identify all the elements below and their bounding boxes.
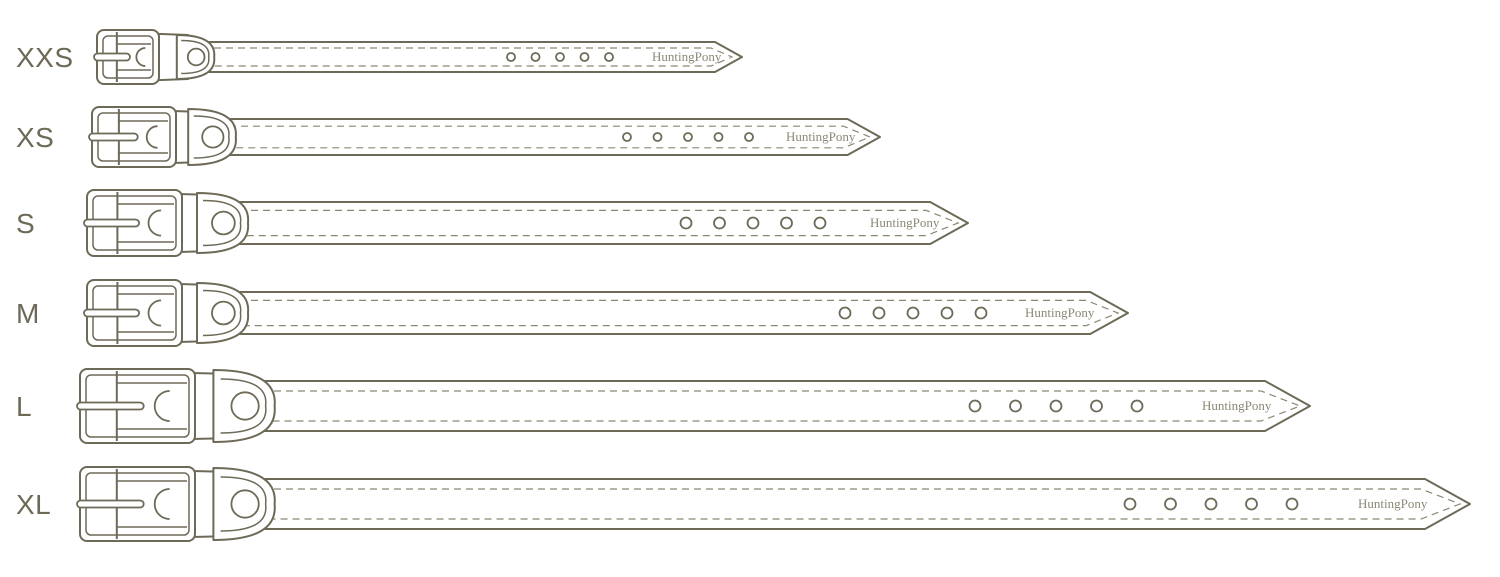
d-ring-inner xyxy=(202,199,242,247)
collar-xs: XS HuntingPony xyxy=(16,106,881,168)
strap-stitching xyxy=(205,125,872,149)
buckle-strap-end xyxy=(117,203,174,243)
strap-hole xyxy=(555,52,565,62)
strap-hole xyxy=(974,306,988,320)
strap-hole xyxy=(622,132,632,142)
strap-hole xyxy=(713,132,724,142)
buckle-notch xyxy=(153,390,170,422)
strap-outline xyxy=(238,380,1311,432)
buckle-prong xyxy=(83,218,140,228)
buckle-prong xyxy=(76,499,145,509)
d-ring-inner xyxy=(220,476,267,532)
size-label: M xyxy=(16,298,40,329)
brand-label: HuntingPony xyxy=(652,49,722,64)
strap-hole xyxy=(872,306,886,320)
strap-hole xyxy=(968,399,982,413)
strap-hole xyxy=(652,132,663,142)
strap-hole xyxy=(1009,399,1022,413)
brand-label: HuntingPony xyxy=(870,215,940,230)
buckle-strap-end xyxy=(116,382,187,430)
strap-hole xyxy=(713,216,726,230)
strap-hole xyxy=(1285,497,1299,511)
rivet xyxy=(211,210,236,236)
strap-hole xyxy=(906,306,920,320)
strap-hole xyxy=(746,216,760,230)
collar-l: L HuntingPony xyxy=(16,368,1311,444)
brand-label: HuntingPony xyxy=(1202,398,1272,413)
collar-xxs: XXS HuntingPony xyxy=(16,29,743,85)
d-ring-inner xyxy=(181,39,210,75)
size-label: S xyxy=(16,208,35,239)
strap-hole xyxy=(813,216,827,230)
brand-label: HuntingPony xyxy=(786,129,856,144)
strap-hole xyxy=(1130,399,1144,413)
buckle-strap-end xyxy=(118,120,168,154)
strap-hole xyxy=(530,52,541,62)
strap-hole xyxy=(1245,497,1258,511)
d-ring-inner xyxy=(220,378,267,434)
buckle-prong xyxy=(76,401,145,411)
brand-label: HuntingPony xyxy=(1358,496,1428,511)
strap-outline xyxy=(238,478,1471,530)
rivet xyxy=(230,489,260,519)
strap-hole xyxy=(838,306,852,320)
strap-hole xyxy=(679,216,693,230)
strap-outline xyxy=(205,118,881,156)
d-ring-inner xyxy=(202,289,242,337)
buckle-notch xyxy=(145,125,158,149)
strap-hole xyxy=(1049,399,1063,413)
strap-hole xyxy=(1204,497,1218,511)
strap-hole xyxy=(940,306,954,320)
d-ring-inner xyxy=(193,115,230,159)
strap-hole xyxy=(1164,497,1177,511)
buckle-notch xyxy=(147,299,162,327)
rivet xyxy=(230,391,260,421)
rivet xyxy=(201,125,225,149)
buckle-notch xyxy=(153,488,170,520)
rivet xyxy=(186,47,206,67)
buckle-prong xyxy=(83,308,140,318)
collar-xl: XL HuntingPony xyxy=(16,466,1471,542)
buckle-strap-end xyxy=(116,43,151,71)
strap-outline xyxy=(215,291,1129,335)
buckle-notch xyxy=(147,209,162,237)
strap-stitching xyxy=(215,299,1120,327)
size-label: XXS xyxy=(16,42,74,73)
size-label: L xyxy=(16,391,32,422)
brand-label: HuntingPony xyxy=(1025,305,1095,320)
strap-outline xyxy=(215,201,969,245)
strap-hole xyxy=(683,132,693,142)
strap-hole xyxy=(780,216,793,230)
rivet xyxy=(211,300,236,326)
size-label: XS xyxy=(16,122,54,153)
buckle-prong xyxy=(93,52,131,62)
strap-hole xyxy=(1123,497,1137,511)
collar-m: M HuntingPony xyxy=(16,279,1129,347)
strap-stitching xyxy=(215,209,960,237)
strap-hole xyxy=(579,52,590,62)
strap-stitching xyxy=(178,47,734,67)
buckle-strap-end xyxy=(117,293,174,333)
size-label: XL xyxy=(16,489,51,520)
strap-hole xyxy=(604,52,614,62)
buckle-notch xyxy=(135,47,146,67)
strap-hole xyxy=(744,132,754,142)
buckle-prong xyxy=(88,132,139,142)
strap-hole xyxy=(1090,399,1103,413)
buckle-strap-end xyxy=(116,480,187,528)
collar-s: S HuntingPony xyxy=(16,189,969,257)
strap-outline xyxy=(178,41,743,73)
strap-hole xyxy=(506,52,516,62)
strap-stitching xyxy=(238,488,1462,520)
